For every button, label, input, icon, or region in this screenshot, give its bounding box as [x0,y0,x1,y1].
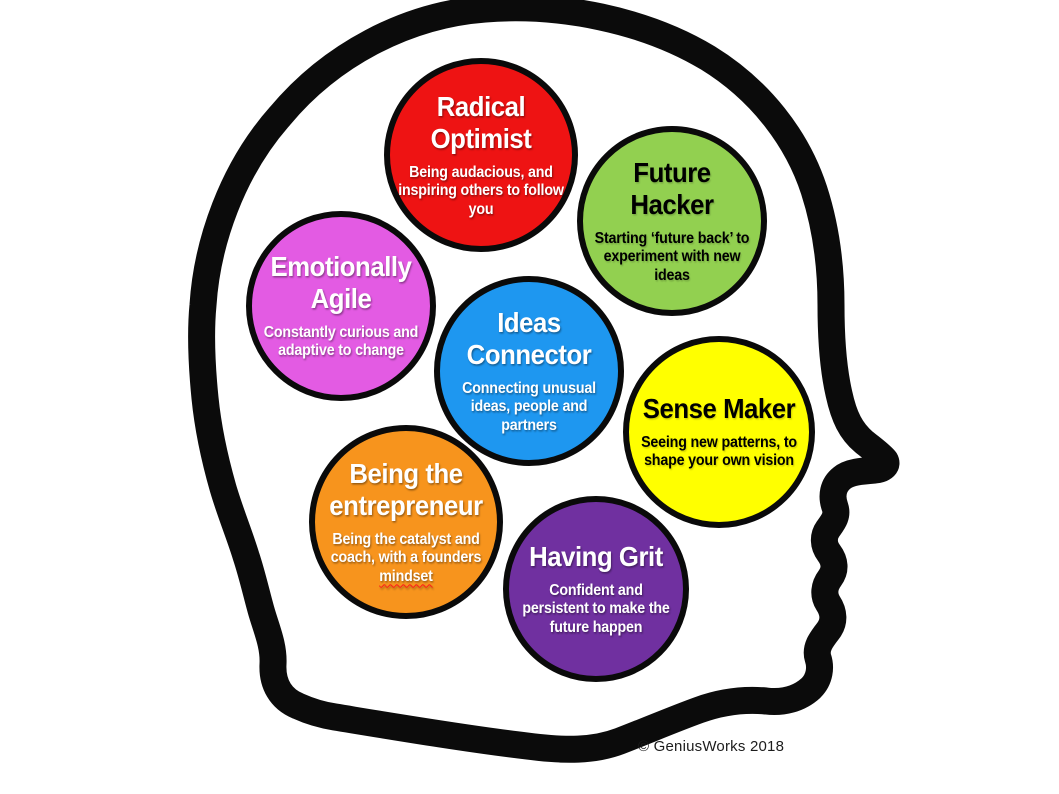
bubble-body: Constantly curious and adaptive to chang… [263,323,419,360]
bubble-title: Ideas Connector [466,306,592,370]
bubble-body-misspelled-word: mindset [379,567,433,585]
bubble-body: Starting ‘future back’ to experiment wit… [594,229,750,284]
bubble-sense-maker: Sense Maker Seeing new patterns, to shap… [623,336,815,528]
bubble-body: Confident and persistent to make the fut… [522,581,670,636]
bubble-emotionally-agile: Emotionally Agile Constantly curious and… [246,211,436,401]
bubble-future-hacker: Future Hacker Starting ‘future back’ to … [577,126,767,316]
bubble-title: Radical Optimist [430,90,532,154]
bubble-title: Emotionally Agile [270,251,412,314]
copyright-notice: © GeniusWorks 2018 [638,738,785,755]
bubble-having-grit: Having Grit Confident and persistent to … [503,496,689,682]
bubble-title: Having Grit [529,540,663,572]
bubble-body-text: Being the catalyst and coach, with a fou… [330,530,482,567]
bubble-body: Being audacious, and inspiring others to… [398,163,564,218]
bubble-title: Sense Maker [642,392,796,424]
bubble-body: Connecting unusual ideas, people and par… [462,379,596,434]
bubble-body: Seeing new patterns, to shape your own v… [641,433,797,470]
bubble-being-the-entrepreneur: Being the entrepreneur Being the catalys… [309,425,503,619]
bubble-radical-optimist: Radical Optimist Being audacious, and in… [384,58,578,252]
bubble-title: Future Hacker [630,156,714,220]
bubble-body: Being the catalyst and coach, with a fou… [322,531,489,587]
bubble-ideas-connector: Ideas Connector Connecting unusual ideas… [434,276,624,466]
bubble-title: Being the entrepreneur [329,457,483,521]
